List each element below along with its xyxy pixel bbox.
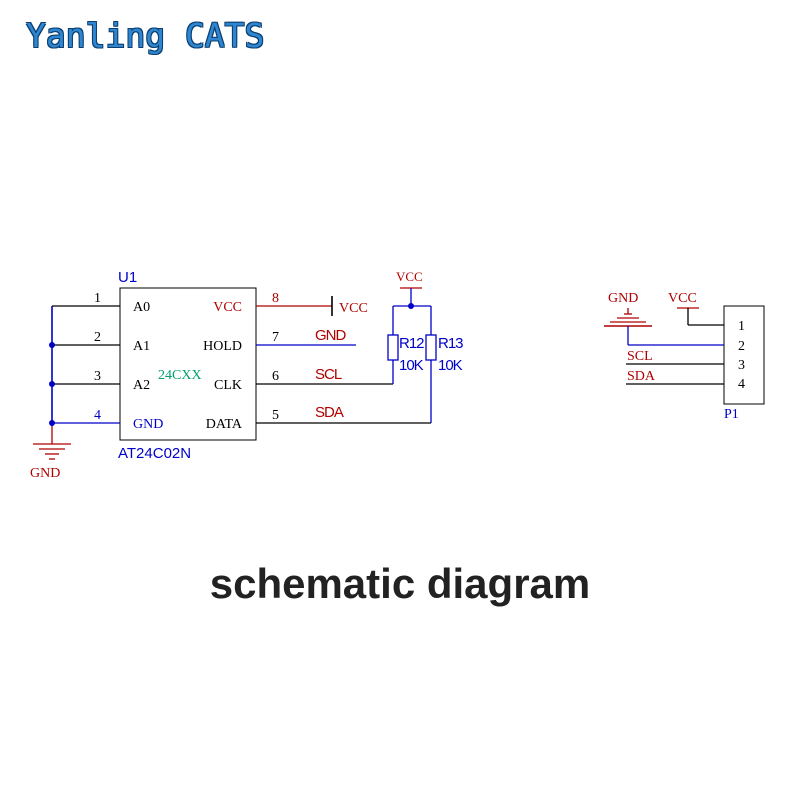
u1-pin-num-8: 8	[272, 291, 279, 306]
p1-pin-4: 4	[738, 377, 745, 392]
p1-scl-label: SCL	[627, 349, 653, 364]
r13-ref: R13	[438, 335, 463, 352]
p1-pin-3: 3	[738, 358, 745, 373]
r12-ref: R12	[399, 335, 424, 352]
u1-pin-name-hold: HOLD	[203, 339, 242, 354]
r13-body	[425, 334, 437, 361]
u1-pin-name-data: DATA	[206, 417, 243, 432]
p1-ground-symbol	[604, 313, 652, 327]
u1-pin-name-a0: A0	[133, 300, 150, 315]
u1-pin-name-clk: CLK	[214, 378, 242, 393]
junction-pin3	[49, 381, 55, 387]
u1-chip: U1 AT24C02N 24CXX A0 A1 A2 GND VCC HOLD …	[94, 269, 279, 462]
u1-pin-name-a1: A1	[133, 339, 150, 354]
junction-pin2	[49, 342, 55, 348]
r12-value: 10K	[399, 357, 424, 374]
brand-watermark: Yanling CATS	[26, 16, 265, 55]
u1-pin-name-vcc: VCC	[213, 300, 242, 315]
p1-pin-1: 1	[738, 319, 745, 334]
u1-pin-num-6: 6	[272, 369, 279, 384]
ground-symbol-left	[33, 443, 71, 460]
p1-sda-label: SDA	[627, 369, 656, 384]
net-label-gnd-pin7: GND	[315, 327, 347, 344]
r12-body	[387, 334, 399, 361]
u1-pin-name-a2: A2	[133, 378, 150, 393]
u1-pin-num-5: 5	[272, 408, 279, 423]
u1-pin-num-2: 2	[94, 330, 101, 345]
p1-designator: P1	[724, 407, 739, 422]
p1-gnd-label: GND	[608, 291, 638, 306]
u1-designator: U1	[118, 269, 137, 286]
vcc-label-pin8: VCC	[339, 301, 368, 316]
u1-pin-name-gnd: GND	[133, 417, 163, 432]
u1-pin-num-4: 4	[94, 408, 101, 423]
p1-vcc-label: VCC	[668, 291, 697, 306]
u1-value: 24CXX	[158, 368, 202, 383]
u1-pin-num-3: 3	[94, 369, 101, 384]
p1-body	[723, 305, 765, 405]
gnd-label-left: GND	[30, 466, 60, 481]
junction-pin4	[49, 420, 55, 426]
u1-part-number: AT24C02N	[118, 445, 191, 462]
diagram-caption: schematic diagram	[209, 560, 591, 607]
net-label-sda: SDA	[315, 404, 344, 421]
u1-body	[119, 287, 257, 441]
net-label-scl: SCL	[315, 366, 342, 383]
pullup-vcc-label: VCC	[396, 269, 423, 284]
address-gnd-wiring: GND	[30, 305, 120, 481]
u1-pin-num-7: 7	[272, 330, 279, 345]
p1-pin-2: 2	[738, 339, 745, 354]
u1-pin-num-1: 1	[94, 291, 101, 306]
p1-connector: P1 1 2 3 4 GND VCC SCL SDA	[604, 291, 765, 422]
right-nets: VCC GND SCL SDA VCC R12 10K R13 10K	[256, 269, 464, 424]
r13-value: 10K	[438, 357, 463, 374]
